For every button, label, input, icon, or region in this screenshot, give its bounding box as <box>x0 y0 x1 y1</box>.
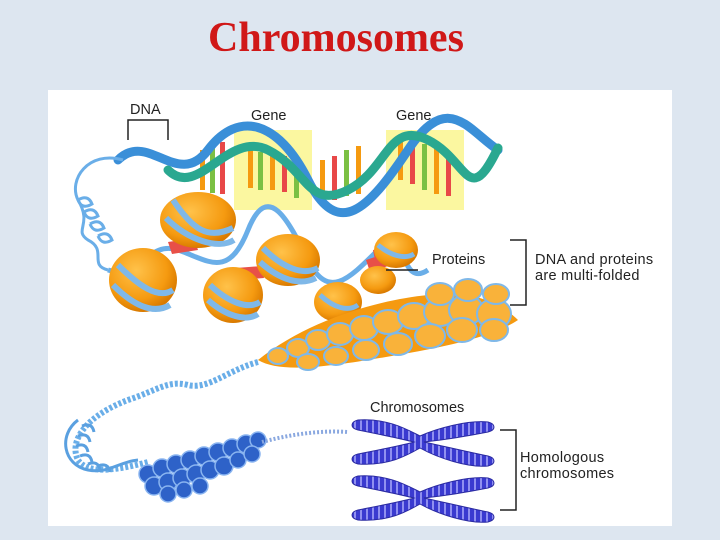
dna-bracket <box>127 119 169 140</box>
nucleosomes <box>109 192 418 323</box>
gene-label-1: Gene <box>251 108 287 124</box>
chromosomes-label: Chromosomes <box>370 400 465 416</box>
proteins-label: Proteins <box>432 252 486 268</box>
dna-label: DNA <box>130 102 161 118</box>
diagram-panel: DNA Gene Gene Proteins DNA and proteins … <box>48 90 672 526</box>
page-title: Chromosomes <box>208 15 464 61</box>
gene-label-2: Gene <box>396 108 432 124</box>
fiber-coil <box>72 359 259 473</box>
coiled-loop <box>64 418 139 473</box>
brackets <box>386 239 527 511</box>
chromatin-tail <box>261 429 349 444</box>
chromatin-fiber <box>258 278 518 371</box>
chromosome-top <box>351 419 495 467</box>
multi-folded-bracket <box>510 239 527 306</box>
homologous-chromosomes-label: Homologous chromosomes <box>520 450 615 482</box>
dna-strand-green <box>163 130 503 200</box>
homologous-bracket <box>500 429 517 511</box>
chromosome-bottom <box>351 475 495 523</box>
dna-double-helix <box>113 113 503 218</box>
coiled-dna <box>73 156 124 272</box>
dna-proteins-multifolded-label: DNA and proteins are multi-folded <box>535 252 654 284</box>
chromosome-diagram <box>64 113 527 523</box>
condensed-chromatin <box>138 431 267 503</box>
